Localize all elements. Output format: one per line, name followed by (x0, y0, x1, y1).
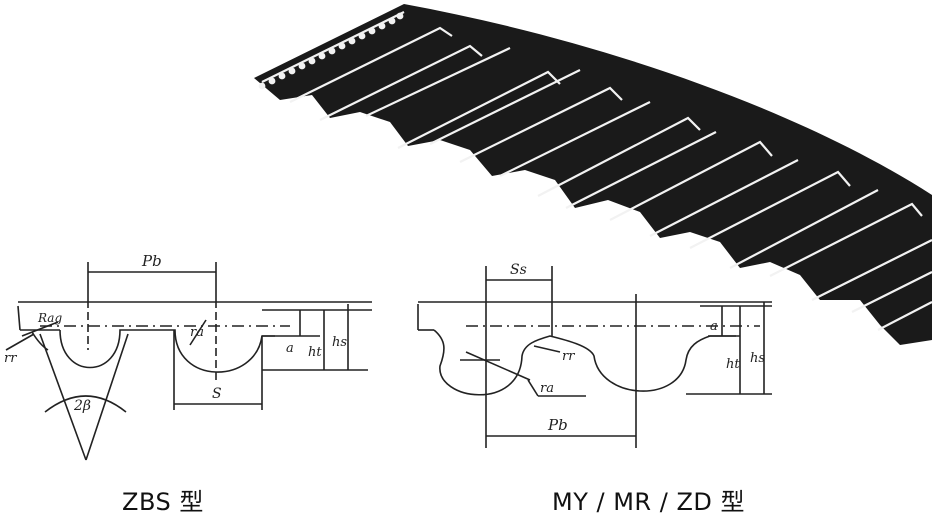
zbs-hs-label: hs (332, 335, 347, 350)
zbs-ra-label: ra (190, 325, 204, 340)
zbs-profile-drawing (5, 262, 372, 461)
timing-belt-illustration (254, 4, 932, 345)
zbs-rr-label: rr (4, 351, 17, 366)
my-labels: Ss rr ra Pb a ht hs (510, 262, 765, 434)
my-ht-label: ht (726, 357, 740, 372)
zbs-ht-label: ht (308, 345, 322, 360)
zbs-s-label: S (212, 386, 222, 402)
belt-teeth (261, 11, 932, 331)
my-ra-label: ra (540, 381, 554, 396)
my-pitch-label: Pb (547, 416, 568, 434)
zbs-beta-label: 2β (73, 398, 91, 414)
my-ss-label: Ss (510, 262, 527, 278)
zbs-caption: ZBS 型 (122, 488, 204, 516)
zbs-rag-label: Rag (37, 311, 62, 325)
my-a-label: a (710, 319, 718, 334)
belt-body (254, 4, 932, 345)
zbs-pitch-label: Pb (141, 252, 162, 270)
belt-cords (258, 12, 404, 90)
my-profile-drawing (417, 266, 772, 448)
my-hs-label: hs (750, 351, 765, 366)
my-rr-label: rr (562, 349, 575, 364)
zbs-labels: Pb Rag rr ra S a ht hs 2β (4, 252, 347, 414)
zbs-a-label: a (286, 341, 294, 356)
my-mr-zd-caption: MY / MR / ZD 型 (552, 488, 745, 516)
